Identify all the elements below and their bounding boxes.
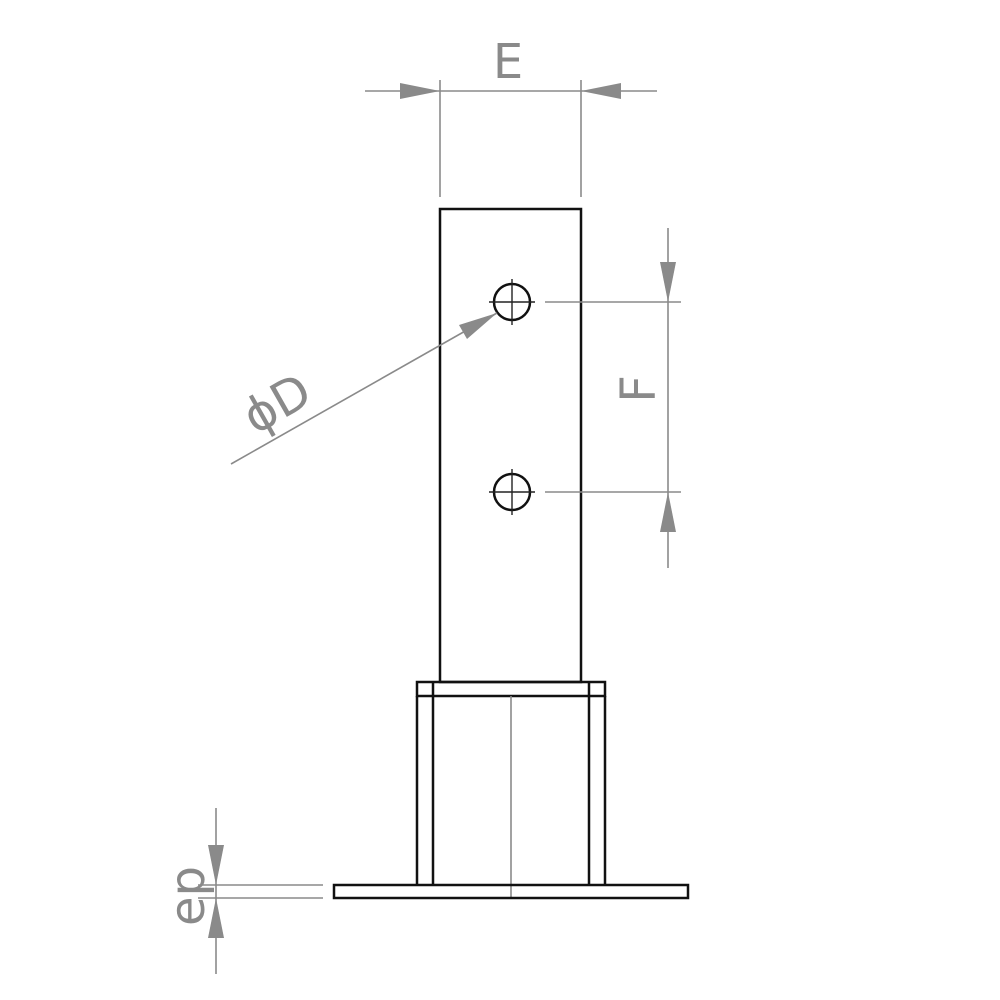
arrowhead-icon bbox=[459, 313, 497, 339]
arrowhead-icon bbox=[208, 898, 224, 938]
socket-sleeve bbox=[415, 680, 607, 898]
arrowhead-icon bbox=[208, 845, 224, 885]
dimension-hole-diameter: ϕD bbox=[230, 312, 498, 465]
arrowhead-icon bbox=[581, 83, 621, 99]
base-plate bbox=[332, 883, 690, 900]
dimension-plate-thickness: ep bbox=[160, 808, 323, 974]
dimension-hole-spacing: F bbox=[545, 228, 681, 568]
arrowhead-icon bbox=[660, 262, 676, 302]
hole-upper bbox=[489, 279, 535, 325]
hole-diameter-label: ϕD bbox=[233, 363, 320, 446]
arrowhead-icon bbox=[660, 492, 676, 532]
hole-lower bbox=[489, 469, 535, 515]
upright-post bbox=[438, 207, 583, 684]
plate-thickness-label: ep bbox=[160, 866, 216, 926]
hole-spacing-label: F bbox=[611, 375, 667, 403]
width-label: E bbox=[493, 34, 523, 90]
arrowhead-icon bbox=[400, 83, 440, 99]
dimension-width: E bbox=[365, 34, 657, 197]
